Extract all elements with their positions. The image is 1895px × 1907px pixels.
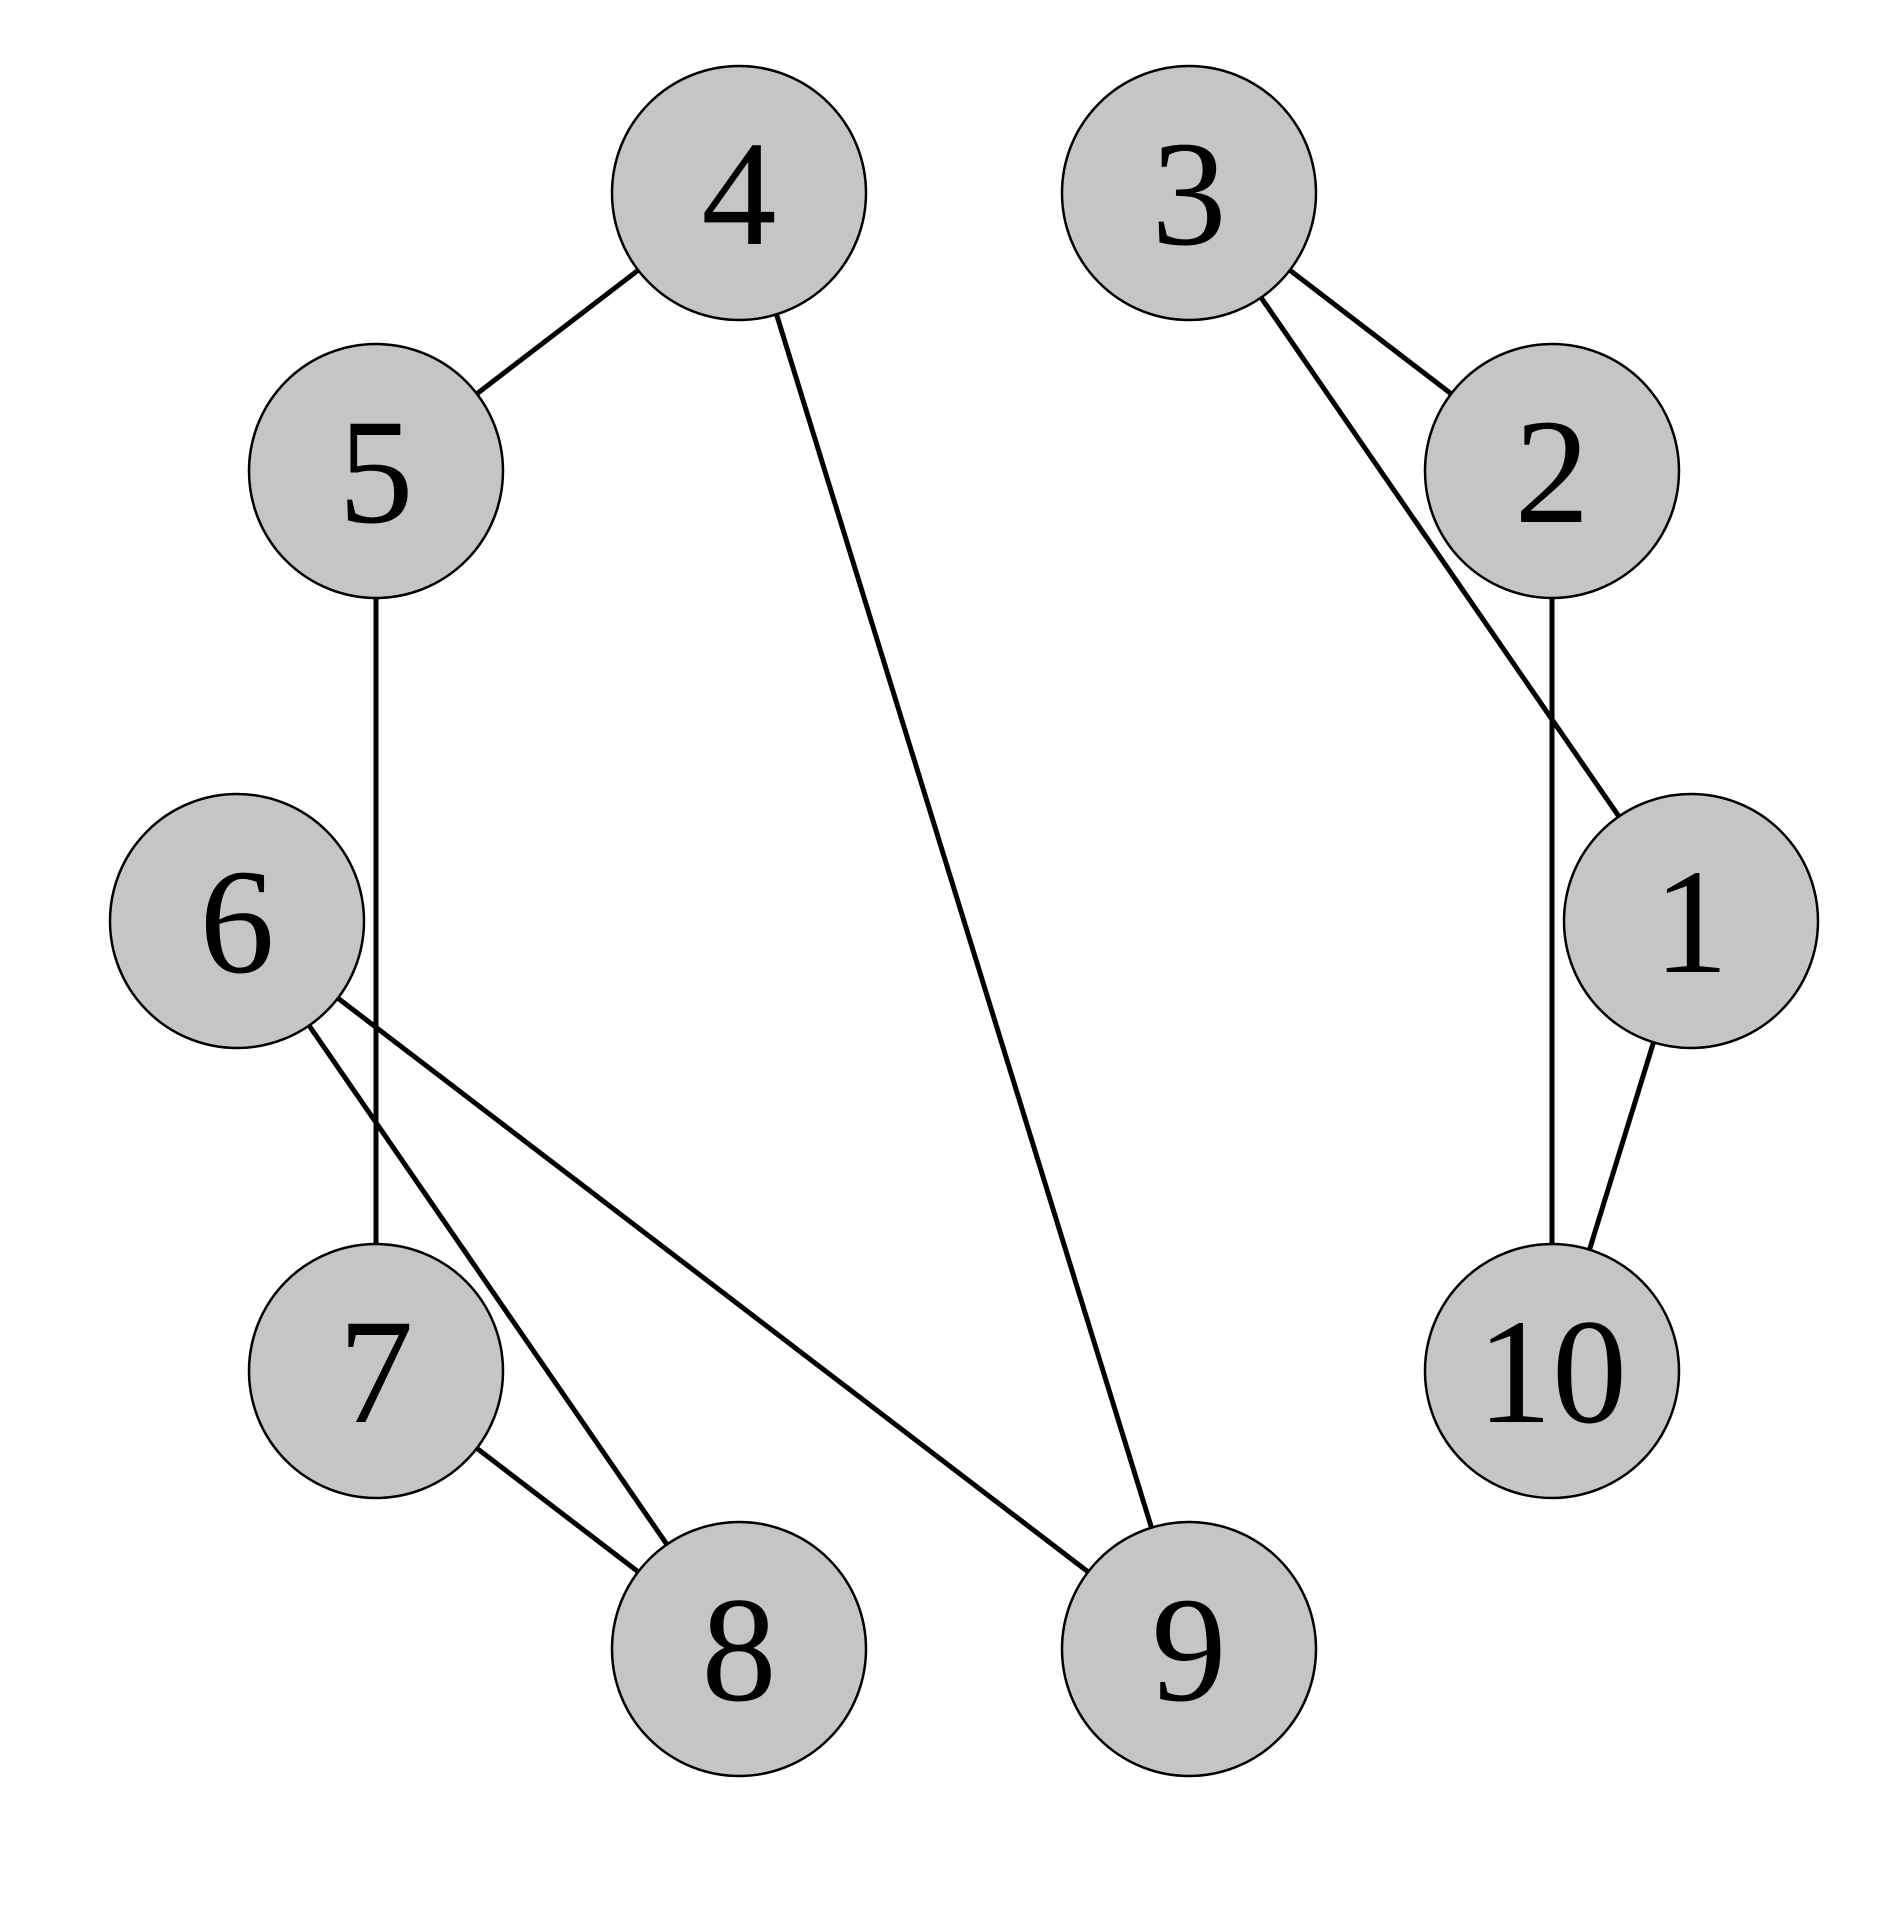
node-5-circle xyxy=(247,342,505,600)
node-2: 2 xyxy=(1423,342,1681,600)
node-3-label: 3 xyxy=(1152,111,1227,277)
node-9-label: 9 xyxy=(1152,1567,1227,1733)
node-4: 4 xyxy=(610,64,868,322)
node-5: 5 xyxy=(247,342,505,600)
node-1-label: 1 xyxy=(1654,839,1729,1005)
node-2-label: 2 xyxy=(1515,389,1590,555)
node-3-circle xyxy=(1060,64,1318,322)
node-9-circle xyxy=(1060,1520,1318,1778)
node-9: 9 xyxy=(1060,1520,1318,1778)
node-10-circle xyxy=(1423,1242,1681,1500)
node-6: 6 xyxy=(108,792,366,1050)
node-8-label: 8 xyxy=(702,1567,777,1733)
node-2-circle xyxy=(1423,342,1681,600)
node-6-label: 6 xyxy=(200,839,275,1005)
edge-6-8 xyxy=(234,919,742,1651)
edge-4-9 xyxy=(736,192,1192,1650)
node-10-label: 10 xyxy=(1477,1289,1627,1455)
nodes-layer: 1 2 3 4 5 6 7 8 9 10 xyxy=(108,64,1820,1778)
node-3: 3 xyxy=(1060,64,1318,322)
node-7-label: 7 xyxy=(339,1289,414,1455)
node-8: 8 xyxy=(610,1520,868,1778)
node-6-circle xyxy=(108,792,366,1050)
edge-3-1 xyxy=(1186,191,1694,923)
node-7-circle xyxy=(247,1242,505,1500)
node-4-label: 4 xyxy=(702,111,777,277)
edge-6-9 xyxy=(235,919,1191,1651)
node-5-label: 5 xyxy=(339,389,414,555)
node-10: 10 xyxy=(1423,1242,1681,1500)
node-1-circle xyxy=(1562,792,1820,1050)
node-1: 1 xyxy=(1562,792,1820,1050)
node-7: 7 xyxy=(247,1242,505,1500)
node-8-circle xyxy=(610,1520,868,1778)
node-4-circle xyxy=(610,64,868,322)
